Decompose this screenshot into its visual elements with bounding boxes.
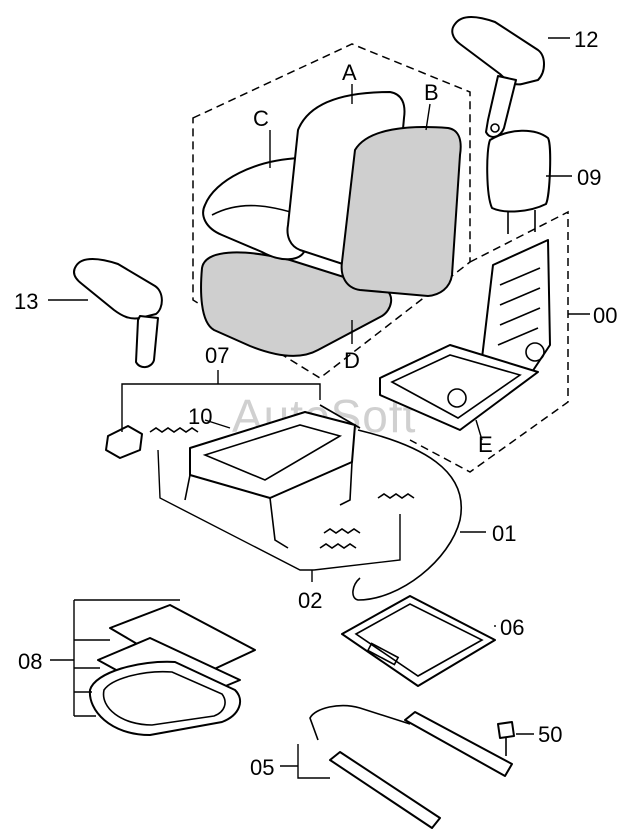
armrest-12 [451, 16, 545, 138]
bolt-50 [497, 721, 515, 756]
label-05: 05 [250, 755, 274, 780]
backrest-cover-b [340, 126, 462, 297]
label-13: 13 [14, 289, 38, 314]
base-frame-08 [88, 604, 256, 736]
cable-01 [352, 429, 463, 601]
armrest-13 [73, 258, 163, 368]
label-50: 50 [538, 722, 562, 747]
suspension-mechanism-10 [184, 404, 361, 549]
label-d: D [344, 348, 360, 373]
seat-cushion-c [202, 157, 306, 261]
label-12: 12 [574, 27, 598, 52]
label-00: 00 [593, 303, 617, 328]
label-a: A [342, 60, 357, 85]
lever-05 [309, 704, 513, 829]
block-07 [105, 425, 143, 459]
label-06: 06 [500, 615, 524, 640]
springs-02 [149, 427, 415, 549]
label-07: 07 [205, 343, 229, 368]
label-09: 09 [577, 165, 601, 190]
label-e: E [478, 432, 493, 457]
label-08: 08 [18, 649, 42, 674]
label-01: 01 [492, 521, 516, 546]
label-02: 02 [298, 588, 322, 613]
frame-group-outline [409, 210, 569, 473]
slide-plate-06 [341, 595, 496, 687]
seat-frame-00 [379, 239, 551, 431]
leader-lines [48, 37, 590, 779]
label-b: B [424, 80, 439, 105]
headrest-09 [486, 129, 552, 234]
label-c: C [253, 106, 269, 131]
label-10: 10 [188, 404, 212, 429]
